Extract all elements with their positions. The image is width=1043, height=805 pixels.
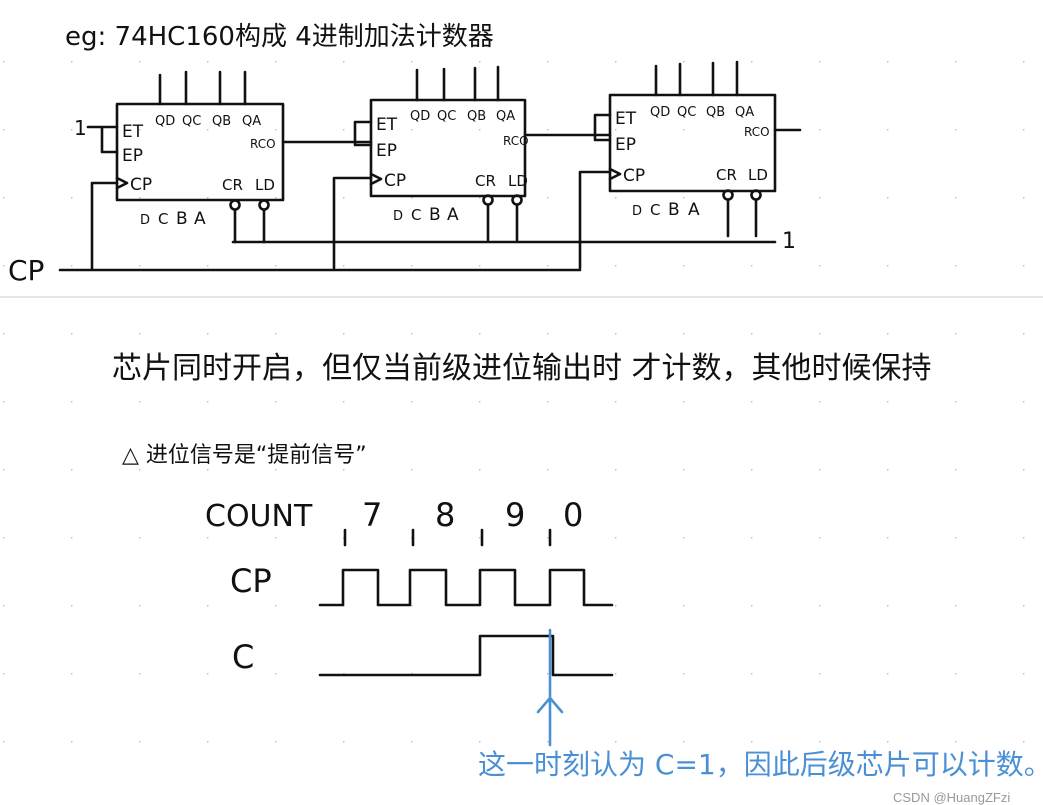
cp-label: CP — [230, 562, 272, 600]
cp-waveform — [318, 568, 614, 607]
svg-text:EP: EP — [376, 141, 397, 161]
svg-text:CR: CR — [475, 172, 496, 190]
svg-text:B: B — [176, 209, 188, 229]
svg-text:CR: CR — [222, 176, 243, 194]
svg-text:QC: QC — [182, 114, 201, 129]
svg-text:LD: LD — [748, 166, 768, 184]
svg-text:CR: CR — [716, 166, 737, 184]
svg-text:QB: QB — [467, 109, 486, 124]
svg-text:QA: QA — [735, 105, 754, 120]
svg-text:QB: QB — [212, 114, 231, 129]
svg-text:A: A — [194, 209, 206, 229]
svg-text:QC: QC — [437, 109, 456, 124]
chip-1: ET EP CP QD QC QB QA RCO CR LD D C B A — [115, 70, 285, 244]
svg-text:ET: ET — [376, 115, 398, 135]
svg-text:0: 0 — [563, 496, 583, 534]
annotation: 这一时刻认为 C=1，因此后级芯片可以计数。 — [478, 748, 1043, 781]
svg-text:QD: QD — [410, 109, 430, 124]
svg-text:RCO: RCO — [250, 137, 276, 151]
svg-text:9: 9 — [505, 496, 525, 534]
svg-text:B: B — [429, 205, 441, 225]
svg-text:QB: QB — [706, 105, 725, 120]
svg-text:LD: LD — [255, 176, 275, 194]
svg-text:A: A — [447, 205, 459, 225]
svg-text:C: C — [411, 206, 421, 224]
c-label: C — [232, 638, 254, 676]
svg-text:QD: QD — [155, 114, 175, 129]
svg-text:EP: EP — [615, 135, 636, 155]
watermark: CSDN @HuangZFzi — [893, 790, 1010, 805]
chip-1-wiring — [86, 125, 119, 270]
clock-label: CP — [8, 254, 44, 287]
count-values: 7 8 9 0 — [343, 496, 583, 547]
svg-text:ET: ET — [615, 109, 637, 129]
svg-text:RCO: RCO — [744, 125, 770, 139]
chip-3-wiring — [523, 113, 802, 270]
svg-text:C: C — [158, 210, 168, 228]
count-label: COUNT — [205, 499, 313, 534]
svg-text:CP: CP — [130, 175, 152, 195]
chip-2-wiring — [281, 120, 373, 270]
c-waveform — [318, 634, 614, 677]
chip-2: ET EP CP QD QC QB QA RCO CR LD D C B A — [369, 65, 529, 242]
svg-text:B: B — [668, 200, 680, 220]
svg-text:QC: QC — [677, 105, 696, 120]
svg-text:7: 7 — [362, 496, 382, 534]
svg-text:D: D — [393, 209, 403, 224]
svg-text:QD: QD — [650, 105, 670, 120]
svg-text:QA: QA — [496, 109, 515, 124]
svg-text:C: C — [650, 201, 660, 219]
note-1: 芯片同时开启，但仅当前级进位输出时 才计数，其他时候保持 — [112, 351, 932, 386]
load-one-label: 1 — [782, 229, 796, 254]
arrow-up-icon — [536, 628, 564, 747]
svg-text:CP: CP — [623, 166, 645, 186]
svg-text:A: A — [688, 200, 700, 220]
svg-text:8: 8 — [435, 496, 455, 534]
title: eg: 74HC160构成 4进制加法计数器 — [65, 22, 494, 52]
note-2: △ 进位信号是“提前信号” — [122, 443, 367, 468]
svg-text:D: D — [140, 213, 150, 228]
svg-text:CP: CP — [384, 171, 406, 191]
chip-3: ET EP CP QD QC QB QA RCO CR LD D C B A — [608, 60, 777, 238]
enable-one-label: 1 — [74, 116, 87, 140]
svg-text:D: D — [632, 204, 642, 219]
svg-text:LD: LD — [508, 172, 528, 190]
svg-text:ET: ET — [122, 122, 144, 142]
svg-text:EP: EP — [122, 146, 143, 166]
svg-text:QA: QA — [242, 114, 261, 129]
svg-text:RCO: RCO — [503, 134, 529, 148]
